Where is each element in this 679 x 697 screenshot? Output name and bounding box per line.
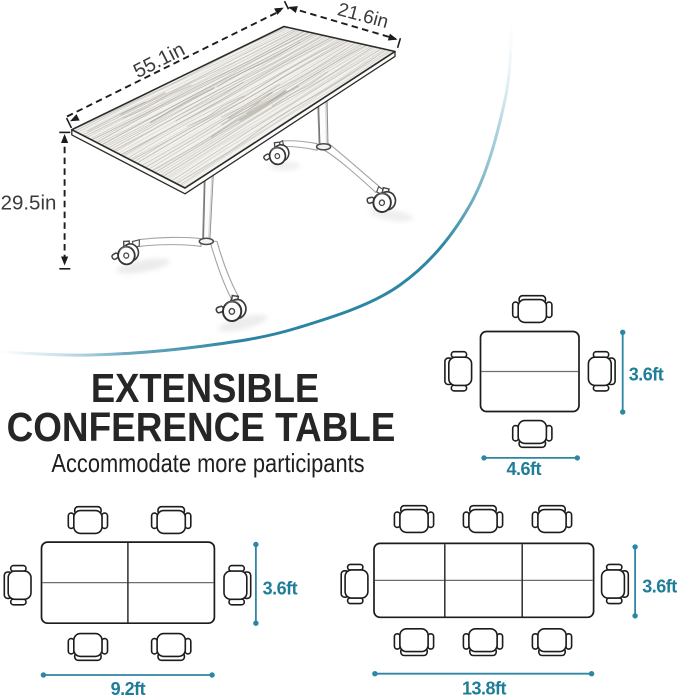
dimension-label: 13.8ft [462,678,507,697]
layout-diagram-single: 3.6ft 4.6ft [444,294,664,479]
chair-top-view [150,632,192,662]
caster-wheel [215,294,247,323]
dimension-endpoint-dot [372,671,378,677]
chair-top-view [511,294,553,324]
chair-top-view [462,627,504,657]
dimension-endpoint-dot [574,455,580,461]
foot-arm [324,142,381,194]
leg-foot-collar [198,237,215,246]
dimension-endpoint-dot [209,672,215,678]
layout-diagram-triple: 3.6ft 13.8ft [340,504,678,697]
chair-top-view [511,419,553,449]
wood-grain [72,26,394,188]
dimension-endpoint-dot [620,329,626,335]
depth-dimension-dashes [289,6,397,40]
height-dimension-label: 29.5in [1,192,57,215]
dimension-tick [65,117,73,129]
tabletop-outline [71,25,396,189]
length-dimension-dashes [66,9,281,118]
dimension-arrowhead [60,134,69,143]
dimension-arrowhead [70,114,80,122]
subtitle: Accommodate more participants [50,448,365,479]
dimension-endpoint-dot [481,455,487,461]
decorative-arc [0,13,514,357]
depth-dimension-line [632,544,638,619]
tabletop-3d [71,25,396,195]
depth-dimension-line [253,541,259,626]
dimension-endpoint-dot [253,620,259,626]
chair-top-view [340,563,369,605]
foot-arm [209,240,239,300]
dimension-tick [396,37,402,49]
title-line-2: CONFERENCE TABLE [6,404,395,451]
chair-top-view [67,632,109,662]
chair-top-view [67,505,109,535]
dimension-label: 3.6ft [642,577,677,597]
depth-dimension-label: 21.6in [335,0,390,33]
dimension-label: 3.6ft [263,579,298,599]
dimension-arrowhead [60,256,69,266]
dimension-arrowhead [274,7,284,15]
title-line-1: EXTENSIBLE [90,364,320,411]
chair-top-view [223,564,252,606]
chair-top-view [3,564,32,606]
dimension-arrowhead [387,33,398,41]
depth-dimension-line [620,329,626,415]
chair-top-view [600,563,630,605]
dimension-label: 4.6ft [506,459,541,479]
dimension-endpoint-dot [632,544,638,550]
width-dimension-line [40,672,215,678]
caster-front-wheel [221,300,243,323]
dimension-endpoint-dot [620,409,626,415]
chair-top-view [462,504,504,534]
dimension-endpoint-dot [253,541,259,548]
table-legs [111,95,413,332]
width-dimension-line [481,455,580,461]
dimension-arrowhead [288,6,298,13]
dimension-endpoint-dot [588,671,595,677]
chair-top-view [150,505,192,535]
chair-top-view [444,350,473,392]
caster-wheel [366,186,397,213]
length-dimension-label: 55.1in [130,38,189,82]
layout-diagram-double: 3.6ft 9.2ft [3,505,298,697]
chair-top-view [587,350,616,392]
width-dimension-line [372,671,595,677]
leg-foot-collar [315,142,332,151]
chair-top-view [531,627,573,657]
foot-arm [138,236,202,248]
chair-top-view [393,627,435,657]
caster-wheel [111,240,140,266]
dimension-endpoint-dot [632,613,638,619]
dimension-endpoint-dot [40,672,47,678]
dimension-label: 3.6ft [629,364,664,384]
chair-top-view [531,504,573,534]
caster-wheel [263,141,290,166]
chair-top-view [393,504,435,534]
dimension-label: 9.2ft [111,679,146,697]
dimension-tick [283,0,290,10]
